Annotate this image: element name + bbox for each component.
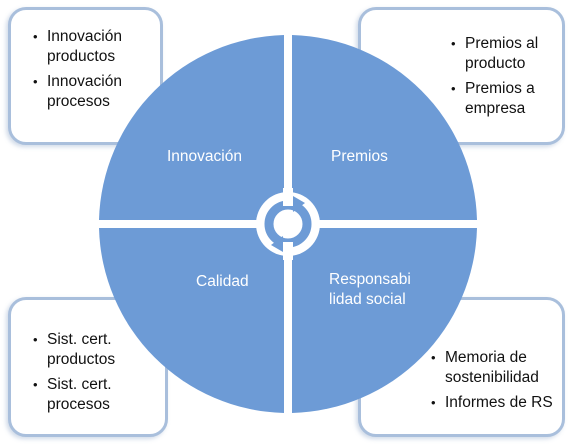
list-item-text: Innovación procesos bbox=[47, 73, 122, 110]
bullet-icon: • bbox=[33, 29, 38, 44]
bullet-icon: • bbox=[431, 395, 436, 410]
list-item: • Sist. cert. procesos bbox=[33, 375, 168, 415]
list-item: • Innovación productos bbox=[33, 27, 163, 67]
list-item-text: Innovación productos bbox=[47, 28, 122, 65]
bullet-icon: • bbox=[451, 36, 456, 51]
list-item: • Informes de RS bbox=[431, 393, 566, 413]
list-item-text: Sist. cert. productos bbox=[47, 331, 116, 368]
bullet-icon: • bbox=[451, 81, 456, 96]
list-item: • Premios al producto bbox=[451, 34, 561, 74]
list-item-text: Informes de RS bbox=[445, 394, 553, 411]
list-calidad: • Sist. cert. productos • Sist. cert. proc… bbox=[33, 330, 168, 420]
box-top-left: • Innovación productos • Innovación proces… bbox=[8, 7, 163, 145]
list-item: • Sist. cert. productos bbox=[33, 330, 168, 370]
list-responsabilidad: • Memoria de sostenibilidad • Informes de … bbox=[431, 348, 566, 418]
list-item: • Premios a empresa bbox=[451, 79, 561, 119]
bullet-icon: • bbox=[431, 350, 436, 365]
list-item: • Memoria de sostenibilidad bbox=[431, 348, 566, 388]
quadrant-label-innovacion: Innovación bbox=[167, 148, 242, 165]
quadrant-label-calidad: Calidad bbox=[196, 273, 249, 290]
quadrant-calidad bbox=[99, 228, 284, 413]
list-item-text: Sist. cert. procesos bbox=[47, 376, 112, 413]
bullet-icon: • bbox=[33, 377, 38, 392]
list-item-text: Memoria de sostenibilidad bbox=[445, 349, 539, 386]
list-item: • Innovación procesos bbox=[33, 72, 163, 112]
quadrant-responsabilidad bbox=[292, 228, 477, 413]
quadrant-label-responsabilidad: Responsabi lidad social bbox=[329, 271, 411, 308]
bullet-icon: • bbox=[33, 332, 38, 347]
circular-arrows-icon bbox=[256, 188, 320, 260]
list-item-text: Premios a empresa bbox=[465, 80, 535, 117]
quadrant-innovacion bbox=[99, 35, 284, 220]
list-premios: • Premios al producto • Premios a empresa bbox=[451, 34, 561, 124]
quadrant-premios bbox=[292, 35, 477, 220]
list-innovacion: • Innovación productos • Innovación proces… bbox=[33, 27, 163, 117]
quadrant-label-premios: Premios bbox=[331, 148, 388, 165]
bullet-icon: • bbox=[33, 74, 38, 89]
list-item-text: Premios al producto bbox=[465, 35, 539, 72]
